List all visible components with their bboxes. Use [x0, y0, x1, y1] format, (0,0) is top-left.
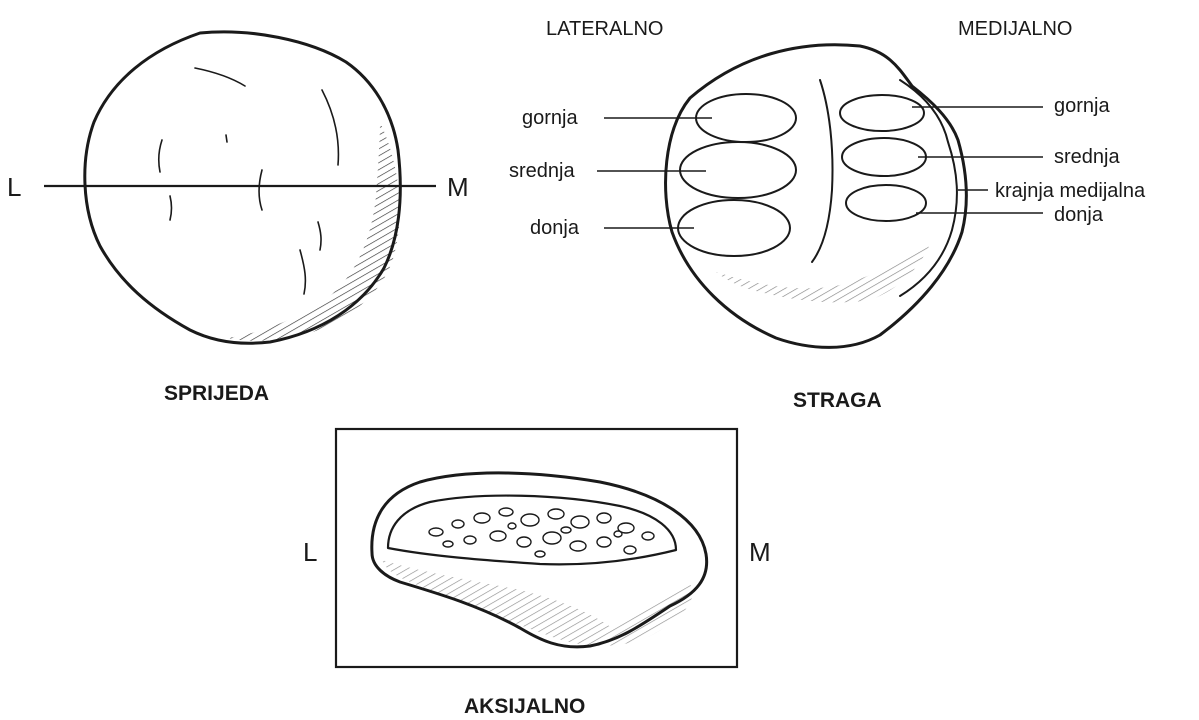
back-view-caption: STRAGA	[793, 389, 882, 412]
back-patella-outline	[666, 45, 967, 348]
back-view: LATERALNO MEDIJALNO gornja srednja donja	[509, 18, 1146, 412]
label-medial-upper: gornja	[1054, 95, 1110, 117]
facet-medial-middle	[842, 138, 926, 176]
axial-view-caption: AKSIJALNO	[464, 695, 585, 718]
axial-articular-part	[382, 560, 693, 646]
axial-right-letter: M	[749, 537, 771, 567]
front-right-letter: M	[447, 172, 469, 202]
label-medial-extreme: krajnja medijalna	[995, 180, 1146, 202]
front-surface-marks	[159, 68, 339, 294]
facet-lateral-lower	[678, 200, 790, 256]
facet-lateral-middle	[680, 142, 796, 198]
axial-trabecular-pattern	[429, 508, 654, 557]
label-medial-lower: donja	[1054, 204, 1104, 226]
facet-medial-lower	[846, 185, 926, 221]
front-left-letter: L	[7, 172, 21, 202]
side-label-lateral: LATERALNO	[546, 18, 663, 40]
axial-view: L M AKSIJALNO	[303, 429, 771, 718]
label-lateral-lower: donja	[530, 217, 580, 239]
front-patella-shadow	[228, 122, 400, 341]
side-label-medial: MEDIJALNO	[958, 18, 1072, 40]
back-central-ridge	[812, 80, 833, 262]
facet-medial-upper	[840, 95, 924, 131]
front-view-caption: SPRIJEDA	[164, 382, 269, 405]
label-lateral-middle: srednja	[509, 160, 575, 182]
front-view: L M SPRIJEDA	[7, 32, 469, 405]
axial-left-letter: L	[303, 537, 317, 567]
label-medial-middle: srednja	[1054, 146, 1120, 168]
back-lower-lip	[716, 244, 930, 302]
label-lateral-upper: gornja	[522, 107, 578, 129]
